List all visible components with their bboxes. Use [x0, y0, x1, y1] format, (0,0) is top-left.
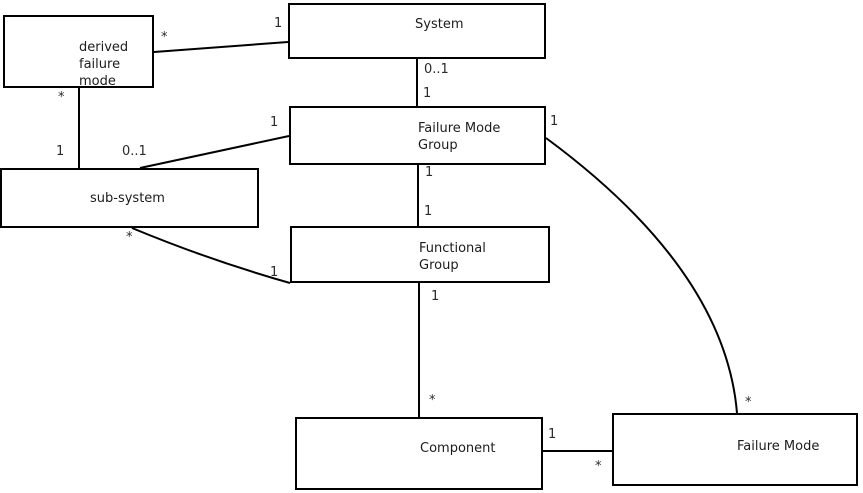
multiplicity-sub-system-top-end: 1	[56, 144, 65, 159]
entity-derived-failure-mode: derived failure mode	[3, 15, 154, 89]
multiplicity-sub-system-bottom-end: *	[126, 230, 133, 245]
multiplicity-functional-group-bottom-end: 1	[431, 289, 440, 304]
multiplicity-failure-mode-group-top-end: 1	[423, 86, 432, 101]
connector-failure-mode-group-failure-mode	[545, 137, 738, 414]
entity-functional-group-label: Functional Group	[419, 241, 486, 273]
entity-component: Component	[295, 417, 543, 490]
multiplicity-system-end: 1	[274, 16, 283, 31]
entity-sub-system: sub-system	[0, 168, 259, 228]
multiplicity-system-bottom-end: 0..1	[424, 62, 449, 77]
multiplicity-sub-system-diagonal-end: 0..1	[122, 144, 147, 159]
entity-component-label: Component	[420, 441, 496, 456]
entity-functional-group: Functional Group	[290, 226, 550, 283]
multiplicity-failure-mode-group-left-end: 1	[270, 115, 279, 130]
entity-system-label: System	[415, 17, 464, 32]
entity-failure-mode-group: Failure Mode Group	[289, 106, 546, 165]
entity-sub-system-label: sub-system	[90, 191, 165, 206]
multiplicity-functional-group-left-end: 1	[270, 265, 279, 280]
multiplicity-component-right-end: 1	[548, 427, 557, 442]
multiplicity-functional-group-top-end: 1	[424, 204, 433, 219]
multiplicity-derived-failure-mode-end: *	[161, 30, 168, 45]
entity-failure-mode-label: Failure Mode	[737, 439, 820, 454]
entity-system: System	[288, 3, 546, 59]
multiplicity-failure-mode-top-end: *	[745, 395, 752, 410]
multiplicity-component-top-end: *	[429, 393, 436, 408]
entity-failure-mode-group-label: Failure Mode Group	[418, 121, 501, 153]
connector-failure-mode-group-sub-system	[139, 135, 290, 169]
multiplicity-failure-mode-group-right-end: 1	[550, 114, 559, 129]
multiplicity-failure-mode-group-bottom-end: 1	[425, 165, 434, 180]
multiplicity-failure-mode-left-end: *	[595, 459, 602, 474]
connector-sub-system-functional-group	[131, 227, 291, 284]
entity-derived-failure-mode-label: derived failure mode	[79, 40, 129, 89]
multiplicity-derived-failure-mode-lower-end: *	[58, 90, 65, 105]
entity-failure-mode: Failure Mode	[612, 413, 858, 486]
connector-system-derived-failure-mode	[153, 41, 289, 53]
